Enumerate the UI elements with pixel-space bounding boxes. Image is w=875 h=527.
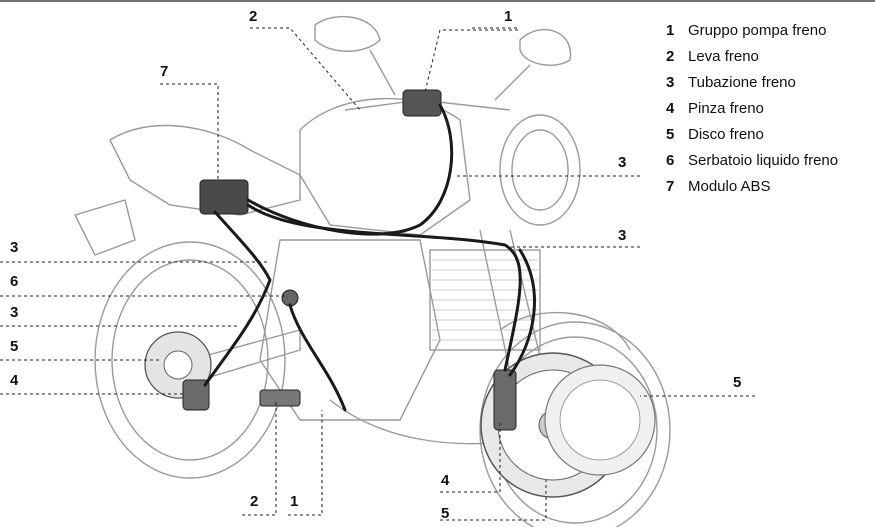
callout-hose-left-lower: 3 [10,305,18,320]
legend-label: Modulo ABS [688,178,771,195]
legend-number: 7 [666,178,688,195]
rear-brake-pump [260,390,300,406]
legend-number: 3 [666,74,688,91]
legend-label: Disco freno [688,126,764,143]
legend-item: 4 Pinza freno [666,100,875,126]
legend-item: 5 Disco freno [666,126,875,152]
radiator-fins [432,260,538,340]
leader-2-bottom [242,400,276,515]
callout-caliper-front: 4 [441,473,449,488]
callout-abs-module: 7 [160,64,168,79]
brake-pump [403,90,441,116]
legend-item: 1 Gruppo pompa freno [666,22,875,48]
callout-disc-rear: 5 [10,339,18,354]
legend-label: Gruppo pompa freno [688,22,826,39]
callout-hose-left-upper: 3 [10,240,18,255]
headlight-inner [512,130,568,210]
callout-lever-bottom: 2 [250,494,258,509]
fuel-tank [300,99,470,235]
legend-label: Leva freno [688,48,759,65]
legend-label: Tubazione freno [688,74,796,91]
front-brake-disc-2 [545,365,655,475]
license-plate-holder [75,200,135,255]
callout-lever-top: 2 [249,9,257,24]
callout-pump-top: 1 [504,9,512,24]
callout-disc-front-right: 5 [733,375,741,390]
front-fender [500,313,630,350]
legend-number: 4 [666,100,688,117]
callout-hose-right-lower: 3 [618,228,626,243]
hose-abs-to-front [248,205,520,370]
callout-reservoir: 6 [10,274,18,289]
legend-item: 2 Leva freno [666,48,875,74]
abs-module [200,180,248,214]
right-mirror [520,30,570,66]
left-mirror-stem [370,50,395,95]
legend-number: 2 [666,48,688,65]
left-mirror [315,17,380,52]
legend-label: Pinza freno [688,100,764,117]
callout-disc-front-bottom: 5 [441,506,449,521]
legend-label: Serbatoio liquido freno [688,152,838,169]
leader-2-top [250,28,360,110]
callout-caliper-rear: 4 [10,373,18,388]
callout-hose-right-upper: 3 [618,155,626,170]
right-mirror-stem [495,65,530,100]
callout-pump-bottom: 1 [290,494,298,509]
leader-7 [160,84,218,182]
legend-number: 5 [666,126,688,143]
legend-item: 7 Modulo ABS [666,178,875,204]
hose-pump-to-abs [248,105,452,234]
legend-item: 6 Serbatoio liquido freno [666,152,875,178]
legend-number: 1 [666,22,688,39]
legend: 1 Gruppo pompa freno 2 Leva freno 3 Tuba… [666,22,875,204]
legend-number: 6 [666,152,688,169]
legend-item: 3 Tubazione freno [666,74,875,100]
front-caliper [494,370,516,430]
leader-1-top [425,28,518,92]
